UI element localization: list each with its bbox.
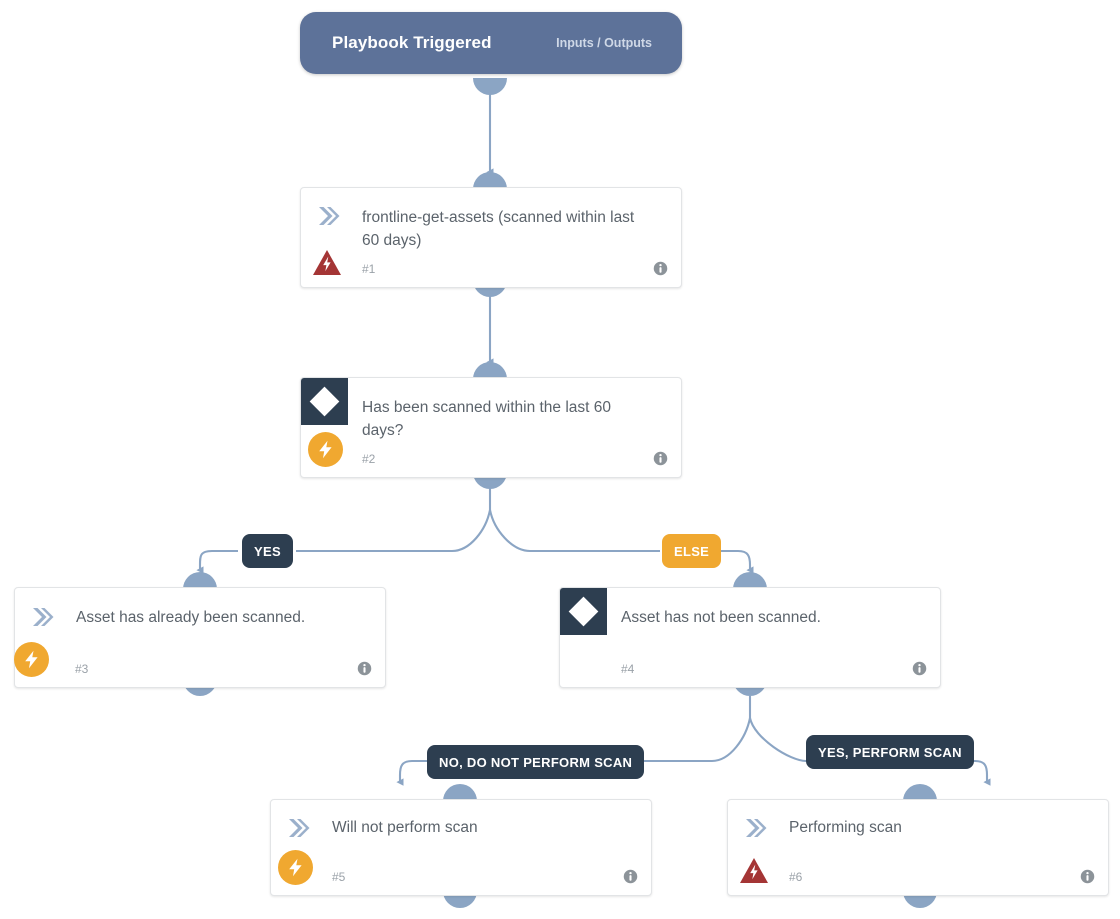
- node-card-6[interactable]: Performing scan #6: [727, 799, 1109, 896]
- node-number-2: #2: [362, 452, 376, 466]
- port-n1-in: [473, 172, 507, 189]
- branch-label-else[interactable]: ELSE: [662, 534, 722, 568]
- node-number-6: #6: [789, 870, 803, 884]
- chevron-icon: [746, 819, 767, 837]
- info-icon[interactable]: [912, 661, 927, 676]
- info-icon[interactable]: [623, 869, 638, 884]
- node-number-4: #4: [621, 662, 635, 676]
- port-n2-in: [473, 362, 507, 379]
- port-n3-in: [183, 572, 217, 589]
- branch-label-yes[interactable]: YES: [242, 534, 293, 568]
- node-card-2[interactable]: Has been scanned within the last 60 days…: [300, 377, 682, 478]
- node-card-5[interactable]: Will not perform scan #5: [270, 799, 652, 896]
- chevron-icon: [289, 819, 310, 837]
- chevron-icon: [33, 608, 54, 626]
- port-n4-in: [733, 572, 767, 589]
- chevron-icon: [319, 207, 340, 225]
- edge-4-yes-out: [748, 717, 807, 763]
- node-title-5: Will not perform scan: [332, 819, 478, 836]
- edge-2-yes-out: [296, 509, 492, 553]
- port-n6-in: [903, 784, 937, 801]
- info-icon[interactable]: [1080, 869, 1095, 884]
- edge-2-else-out: [488, 509, 660, 553]
- node-title-1: frontline-get-assets (scanned within las…: [362, 209, 635, 249]
- node-card-3[interactable]: Asset has already been scanned. #3: [14, 587, 386, 688]
- info-icon[interactable]: [357, 661, 372, 676]
- port-trigger-out: [473, 78, 507, 95]
- edge-else-to-4: [719, 549, 754, 574]
- node-card-4[interactable]: Asset has not been scanned. #4: [559, 587, 941, 688]
- bolt-badge-icon: [278, 850, 313, 885]
- node-title-4: Asset has not been scanned.: [621, 609, 821, 626]
- edge-4-no-out: [629, 717, 752, 763]
- node-title-2: Has been scanned within the last 60 days…: [362, 399, 612, 439]
- node-title-6: Performing scan: [789, 819, 902, 836]
- diamond-icon: [301, 378, 348, 425]
- trigger-node[interactable]: Playbook Triggered Inputs / Outputs: [300, 12, 682, 74]
- node-title-3: Asset has already been scanned.: [76, 609, 306, 626]
- branch-label-no-do-not-perform-scan[interactable]: NO, DO NOT PERFORM SCAN: [427, 745, 645, 779]
- diamond-icon: [560, 588, 607, 635]
- node-number-1: #1: [362, 262, 376, 276]
- branch-label-yes-perform-scan[interactable]: YES, PERFORM SCAN: [806, 735, 974, 769]
- node-number-5: #5: [332, 870, 346, 884]
- edge-no-to-5: [396, 759, 427, 786]
- warning-badge-icon: [313, 250, 341, 275]
- node-card-1[interactable]: frontline-get-assets (scanned within las…: [300, 187, 682, 288]
- trigger-inputs-outputs-label[interactable]: Inputs / Outputs: [556, 36, 652, 50]
- warning-badge-icon: [740, 858, 768, 883]
- info-icon[interactable]: [653, 261, 668, 276]
- port-n5-in: [443, 784, 477, 801]
- edge-yes-to-3: [196, 549, 238, 574]
- trigger-title: Playbook Triggered: [332, 33, 492, 52]
- node-number-3: #3: [75, 662, 89, 676]
- info-icon[interactable]: [653, 451, 668, 466]
- bolt-badge-icon: [14, 642, 49, 677]
- bolt-badge-icon: [308, 432, 343, 467]
